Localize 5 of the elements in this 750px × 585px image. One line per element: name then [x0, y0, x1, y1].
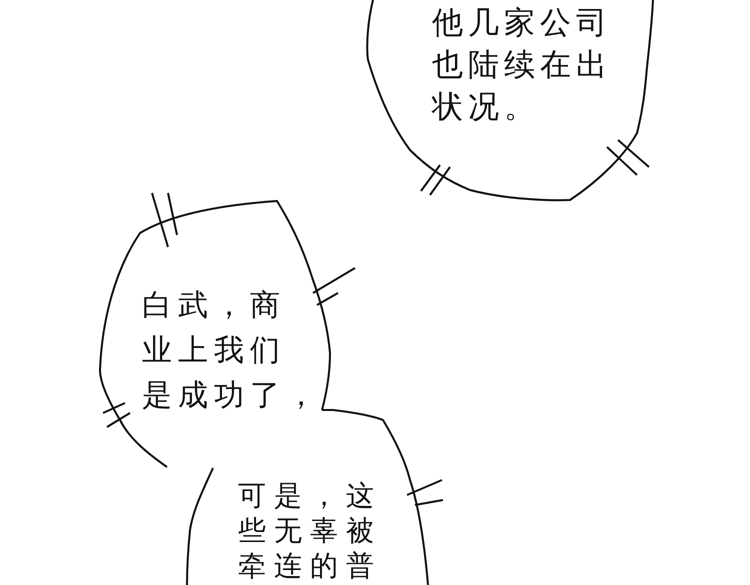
speech-bubble — [100, 190, 358, 470]
speech-bubble — [185, 408, 445, 585]
speech-text: 可是，这些无辜被牵连的普 — [238, 478, 382, 583]
speech-text: 他几家公司也陆续在出状况。 — [432, 4, 612, 127]
speech-text: 白武，商业上我们是成功了， — [142, 287, 322, 415]
